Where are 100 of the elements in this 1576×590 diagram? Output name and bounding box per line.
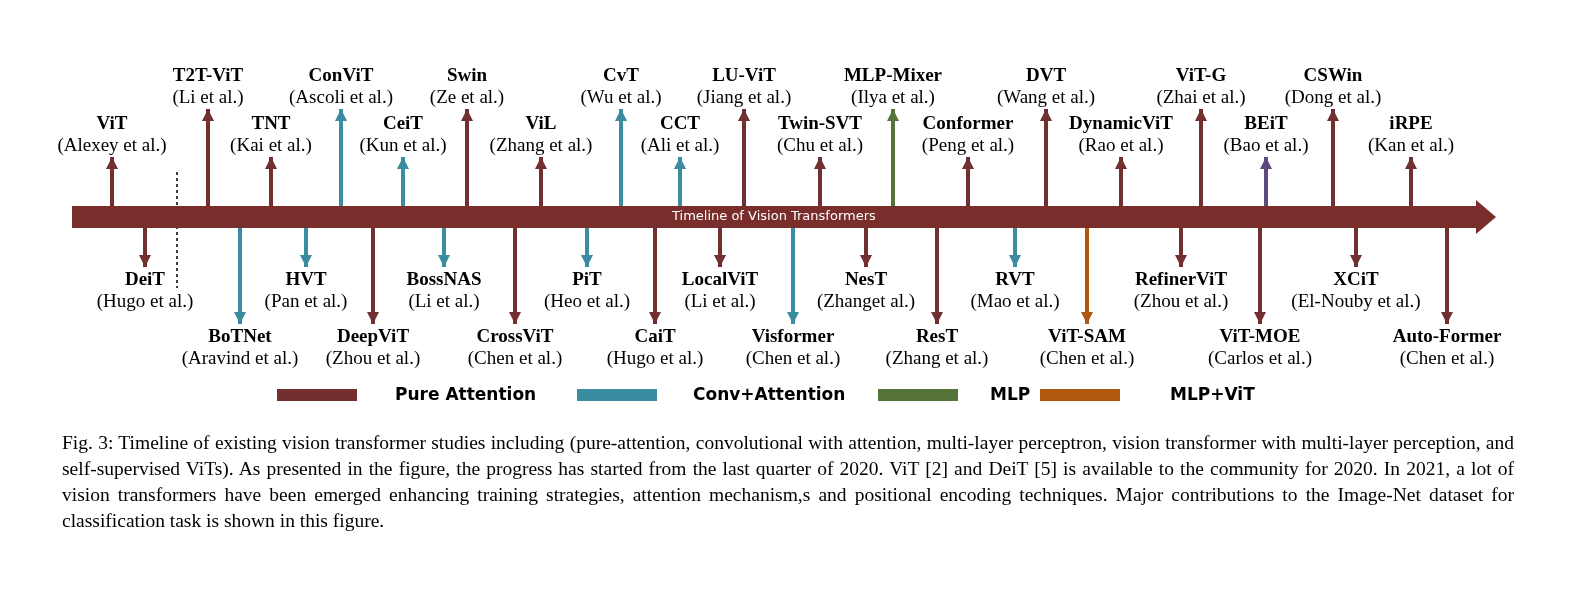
author-text: (Chen et al.) [745,347,841,369]
author-text: (Chen et al.) [1039,347,1135,369]
author-text: (Kai et al.) [230,134,312,156]
model-name: DVT [1024,64,1068,86]
author-text: (Wang et al.) [996,86,1096,108]
arrow [860,228,872,267]
author-text: (Zhai et al.) [1156,86,1246,108]
model-name: CaiT [633,325,677,347]
arrow [1405,157,1417,206]
arrow [1254,228,1266,324]
arrow [1040,109,1052,206]
arrow [787,228,799,324]
author-text: (Alexey et al.) [57,134,167,156]
model-name: BossNAS [406,268,482,290]
model-name: ViT [95,112,129,134]
author-text: (Li et al.) [683,290,757,312]
model-name: BEiT [1243,112,1289,134]
model-name: CeiT [381,112,425,134]
model-name: Twin-SVT [777,112,863,134]
author-text: (Kun et al.) [359,134,447,156]
arrow [509,228,521,324]
arrow [535,157,547,206]
author-text: (Ze et al.) [429,86,505,108]
model-name: NesT [843,268,889,290]
arrow [1441,228,1453,324]
model-name: CCT [658,112,702,134]
author-text: (Heo et al.) [544,290,630,312]
model-name: CSWin [1302,64,1364,86]
arrow [962,157,974,206]
arrow [1115,157,1127,206]
arrow [714,228,726,267]
author-text: (Rao et al.) [1077,134,1165,156]
model-name: LocalViT [681,268,759,290]
model-name: Visformer [750,325,836,347]
model-name: Auto-Former [1392,325,1502,347]
arrow [1327,109,1339,206]
model-name: ConViT [307,64,375,86]
arrow [1260,157,1272,206]
arrow [887,109,899,206]
arrow [1195,109,1207,206]
author-text: (Pan et al.) [264,290,348,312]
model-name: LU-ViT [711,64,777,86]
arrow [106,157,118,206]
arrow [814,157,826,206]
arrow [931,228,943,324]
author-text: (El-Nouby et al.) [1291,290,1421,312]
author-text: (Peng et al.) [921,134,1015,156]
author-text: (Kan et al.) [1368,134,1454,156]
author-text: (Li et al.) [172,86,244,108]
model-name: DeiT [123,268,167,290]
author-text: (Aravind et al.) [181,347,299,369]
author-text: (Ilya et al.) [850,86,936,108]
author-text: (Zhang et al.) [885,347,989,369]
legend-label: MLP+ViT [1170,384,1255,404]
author-text: (Ali et al.) [640,134,720,156]
arrow [335,109,347,206]
model-name: XCiT [1332,268,1380,290]
author-text: (Hugo et al.) [96,290,194,312]
model-name: DeepViT [335,325,411,347]
author-text: (Jiang et al.) [696,86,792,108]
author-text: (Li et al.) [407,290,481,312]
author-text: (Hugo et al.) [606,347,704,369]
model-name: MLP-Mixer [843,64,943,86]
timeline-title: Timeline of Vision Transformers [672,208,876,224]
model-name: PiT [571,268,603,290]
arrow [234,228,246,324]
author-text: (Ascoli et al.) [289,86,393,108]
author-text: (Carlos et al.) [1208,347,1312,369]
model-name: BoTNet [207,325,273,347]
author-text: (Dong et al.) [1284,86,1382,108]
model-name: iRPE [1388,112,1434,134]
legend-label: MLP [990,384,1031,404]
arrow [397,157,409,206]
model-name: RefinerViT [1133,268,1229,290]
arrow [461,109,473,206]
author-text: (Zhanget al.) [816,290,916,312]
arrow [738,109,750,206]
arrow [367,228,379,324]
model-name: ViT-SAM [1047,325,1127,347]
model-name: ResT [914,325,960,347]
caption-text: Fig. 3: Timeline of existing vision transformer studies including (pure-attention, convolutional with attention, multi-layer perceptron, vision transformer with multi-layer perception, and self-supervised ViTs). As presented in the figure, the progress has started from the last quarter of 2020. ViT [2] and DeiT [5] is available to the community for 2020. In 2021, a lot of vision transformers have been emerged enhancing training strategies, attention mechanism,s and positional encoding techniques. Major contributions to the Image-Net dataset for classification task is shown in this figure. [62,431,1514,533]
arrow [1081,228,1093,324]
author-text: (Chen et al.) [1398,347,1496,369]
author-text: (Wu et al.) [580,86,662,108]
model-name: ViL [524,112,558,134]
model-name: T2T-ViT [172,64,244,86]
arrow [1175,228,1187,267]
author-text: (Zhou et al.) [1133,290,1229,312]
arrow [649,228,661,324]
arrow [139,228,151,267]
model-name: RVT [994,268,1036,290]
model-name: Conformer [921,112,1015,134]
author-text: (Zhang et al.) [489,134,593,156]
author-text: (Bao et al.) [1223,134,1309,156]
model-name: ViT-MOE [1218,325,1302,347]
author-text: (Chen et al.) [467,347,563,369]
arrow [674,157,686,206]
arrow [300,228,312,267]
model-name: ViT-G [1174,64,1228,86]
arrow [1350,228,1362,267]
